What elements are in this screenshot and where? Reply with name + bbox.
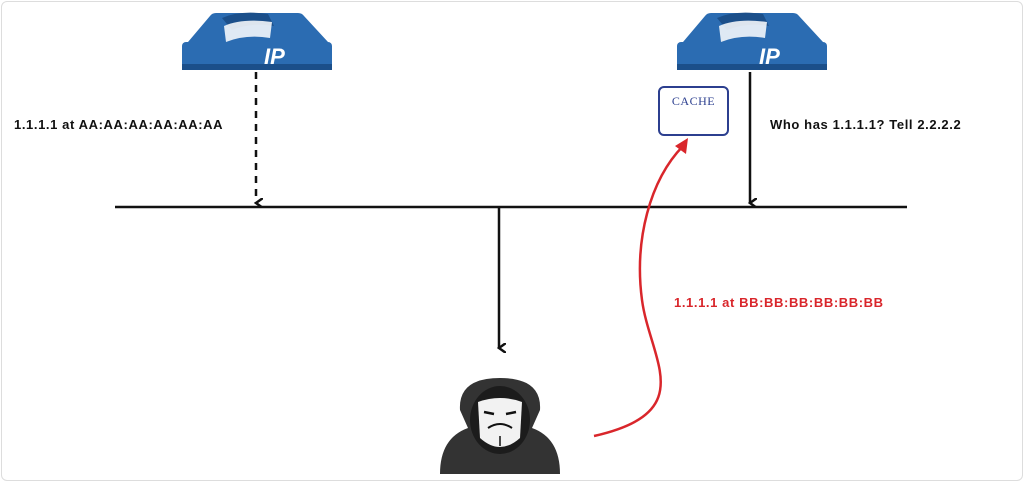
phone-ip-label: IP	[264, 44, 285, 69]
hooded-hacker-icon	[440, 378, 560, 474]
spoofed-reply-label: 1.1.1.1 at BB:BB:BB:BB:BB:BB	[674, 295, 884, 310]
cache-label: CACHE	[671, 94, 716, 108]
ip-phone-icon: IP	[182, 12, 332, 70]
phone-ip-label: IP	[759, 44, 780, 69]
ip-phone-icon: IP	[677, 12, 827, 70]
spoofed-reply-arrow	[593, 145, 684, 438]
spoofed-arrow-head	[675, 138, 688, 154]
arp-request-label: Who has 1.1.1.1? Tell 2.2.2.2	[770, 117, 962, 132]
arp-cache-box: CACHE	[658, 86, 729, 136]
legit-reply-label: 1.1.1.1 at AA:AA:AA:AA:AA:AA	[14, 117, 224, 132]
